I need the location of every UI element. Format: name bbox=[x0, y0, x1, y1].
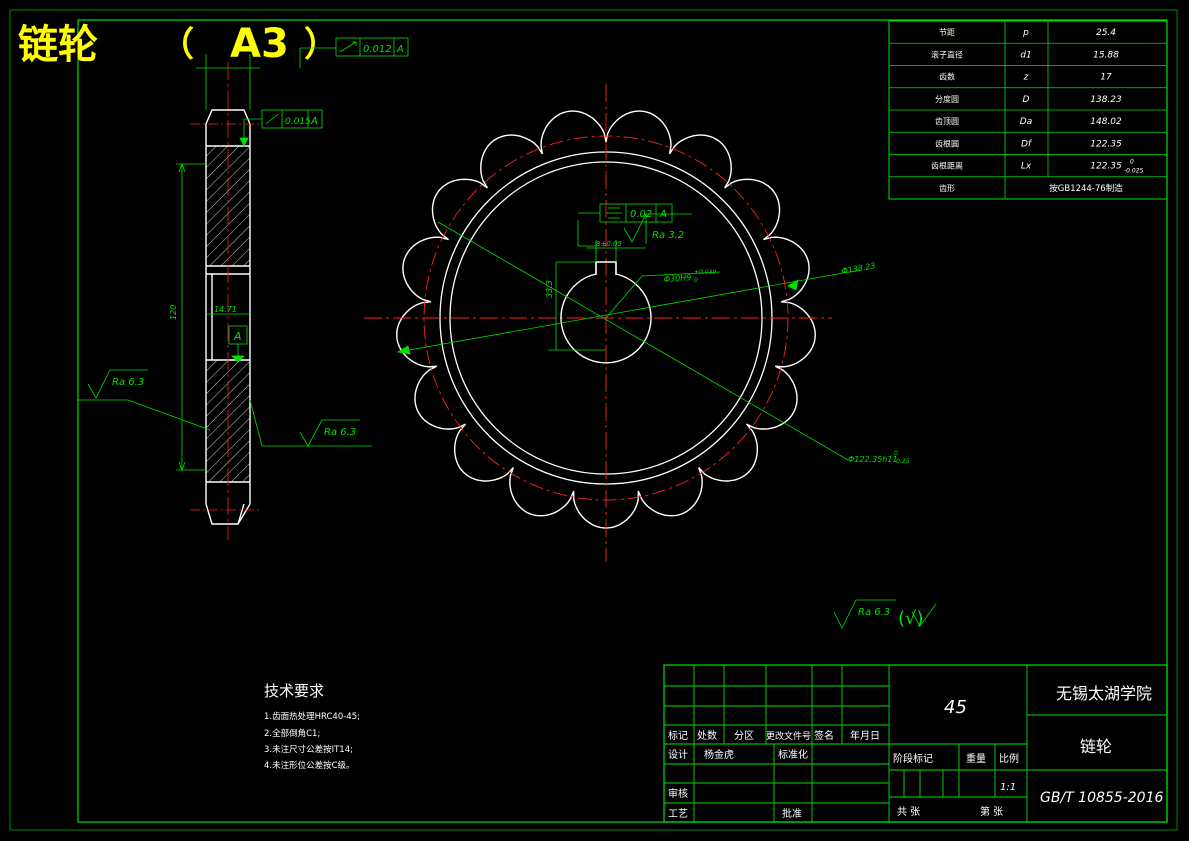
tb-designer: 杨金虎 bbox=[704, 748, 734, 761]
tech-note-2: 2.全部倒角C1; bbox=[264, 728, 320, 739]
param-symbol: Da bbox=[1020, 117, 1032, 127]
tb-weight: 重量 bbox=[966, 752, 986, 765]
param-name: 齿顶圆 bbox=[935, 117, 959, 126]
param-tol-lower: -0.025 bbox=[1124, 168, 1144, 175]
keyway-depth: 33.3 bbox=[545, 280, 554, 298]
root-tol-upper: 0 bbox=[894, 450, 898, 457]
tb-sheet: 第 张 bbox=[980, 805, 1003, 818]
drawing-title: 链轮 （ A3 ） bbox=[18, 21, 338, 68]
title-paren-open: （ bbox=[160, 25, 194, 65]
param-symbol: Lx bbox=[1021, 162, 1032, 172]
title-block: 标记 处数 分区 更改文件号 签名 年月日 设计 杨金虎 标准化 审核 工艺 批… bbox=[663, 664, 1168, 823]
ra-general: Ra 6.3 bbox=[858, 607, 890, 618]
param-name: 齿数 bbox=[939, 72, 955, 82]
side-view: 120 14.71 A 0.012 A 0.015 A bbox=[78, 37, 409, 540]
tech-notes: 技术要求 1.齿面热处理HRC40-45; 2.全部倒角C1; 3.未注尺寸公差… bbox=[264, 682, 360, 771]
tb-part-name: 链轮 bbox=[1080, 737, 1112, 756]
bore-dim: Φ30H9 bbox=[664, 273, 692, 284]
root-dia-dim: Φ122.35h11 bbox=[848, 455, 898, 464]
param-value: 122.35 bbox=[1090, 139, 1122, 149]
param-name: 节距 bbox=[939, 28, 955, 37]
bore-outline bbox=[560, 261, 652, 364]
param-value: 148.02 bbox=[1090, 117, 1122, 127]
symmetry-datum: A bbox=[659, 209, 667, 220]
tb-design: 设计 bbox=[668, 748, 688, 761]
tb-count: 处数 bbox=[697, 729, 717, 742]
param-value: 按GB1244-76制造 bbox=[1049, 183, 1123, 194]
tech-note-3: 3.未注尺寸公差按IT14; bbox=[264, 744, 353, 755]
param-symbol: D bbox=[1023, 95, 1030, 105]
tb-review: 审核 bbox=[668, 787, 688, 800]
keyway-width: 8±0.05 bbox=[596, 240, 622, 248]
param-value: 15.88 bbox=[1093, 50, 1119, 60]
param-name: 分度圆 bbox=[935, 94, 959, 104]
tech-note-4: 4.未注形位公差按C级。 bbox=[264, 760, 355, 771]
height-dim: 120 bbox=[169, 305, 178, 320]
runout-side-value: 0.015 bbox=[285, 117, 311, 127]
param-symbol: d1 bbox=[1020, 50, 1031, 60]
param-symbol: Df bbox=[1021, 139, 1033, 149]
tb-standardize: 标准化 bbox=[778, 748, 808, 761]
param-name: 齿根距离 bbox=[931, 161, 963, 171]
runout-top-datum: A bbox=[396, 44, 404, 55]
tb-scale: 1:1 bbox=[1000, 782, 1016, 793]
param-symbol: p bbox=[1022, 28, 1029, 38]
param-name: 齿根圆 bbox=[935, 138, 959, 148]
tb-mark: 标记 bbox=[668, 730, 688, 742]
ra-left: Ra 6.3 bbox=[112, 377, 144, 388]
symmetry-value: 0.02 bbox=[630, 209, 652, 220]
tb-sign: 签名 bbox=[814, 729, 834, 742]
tb-stage-mark: 阶段标记 bbox=[893, 752, 933, 765]
hub-width-dim: 14.71 bbox=[214, 305, 237, 314]
tb-change-doc: 更改文件号 bbox=[766, 730, 811, 742]
param-name: 滚子直径 bbox=[931, 49, 963, 59]
tb-total: 共 张 bbox=[897, 806, 920, 818]
runout-side-datum: A bbox=[310, 116, 318, 127]
outer-border bbox=[9, 9, 1178, 831]
param-value: 17 bbox=[1100, 73, 1112, 83]
tb-date: 年月日 bbox=[850, 729, 880, 742]
ra-general-suffix: (√) bbox=[898, 608, 924, 629]
inner-border bbox=[77, 19, 1168, 823]
title-size: A3 bbox=[230, 21, 289, 67]
parameter-table: 节距 p 25.4 滚子直径 d1 15.88 齿数 z 17 分度圆 D 138.23 齿顶圆 Da 14… bbox=[888, 20, 1168, 200]
tb-drawing-no: GB/T 10855-2016 bbox=[1040, 790, 1163, 806]
param-value: 138.23 bbox=[1090, 95, 1122, 105]
tech-notes-heading: 技术要求 bbox=[264, 682, 324, 700]
tb-material: 45 bbox=[944, 697, 967, 718]
tb-zone: 分区 bbox=[734, 730, 754, 742]
root-tol-lower: -0.25 bbox=[894, 458, 910, 465]
title-paren-close: ） bbox=[304, 25, 338, 65]
tb-school: 无锡太湖学院 bbox=[1056, 684, 1152, 703]
param-name: 齿形 bbox=[939, 184, 955, 193]
datum-a: A bbox=[233, 330, 242, 343]
param-symbol: z bbox=[1023, 73, 1029, 83]
bore-tol-upper: +0.039 bbox=[694, 269, 716, 276]
runout-top-value: 0.012 bbox=[363, 44, 392, 55]
tb-process: 工艺 bbox=[668, 808, 688, 820]
front-view: 0.02 A Ra 3.2 8±0.05 33.3 Φ30H9 +0.039 0… bbox=[364, 84, 937, 629]
param-value: 25.4 bbox=[1096, 28, 1116, 38]
tb-approve: 批准 bbox=[782, 807, 802, 820]
ra-side: Ra 6.3 bbox=[324, 427, 356, 438]
tech-note-1: 1.齿面热处理HRC40-45; bbox=[264, 711, 360, 722]
bore-tol-lower: 0 bbox=[694, 277, 698, 284]
title-part: 链轮 bbox=[18, 22, 98, 68]
tb-ratio: 比例 bbox=[999, 752, 1019, 765]
param-tol-upper: 0 bbox=[1130, 159, 1134, 166]
param-value: 122.35 bbox=[1090, 162, 1122, 172]
ra-main: Ra 3.2 bbox=[652, 230, 684, 241]
